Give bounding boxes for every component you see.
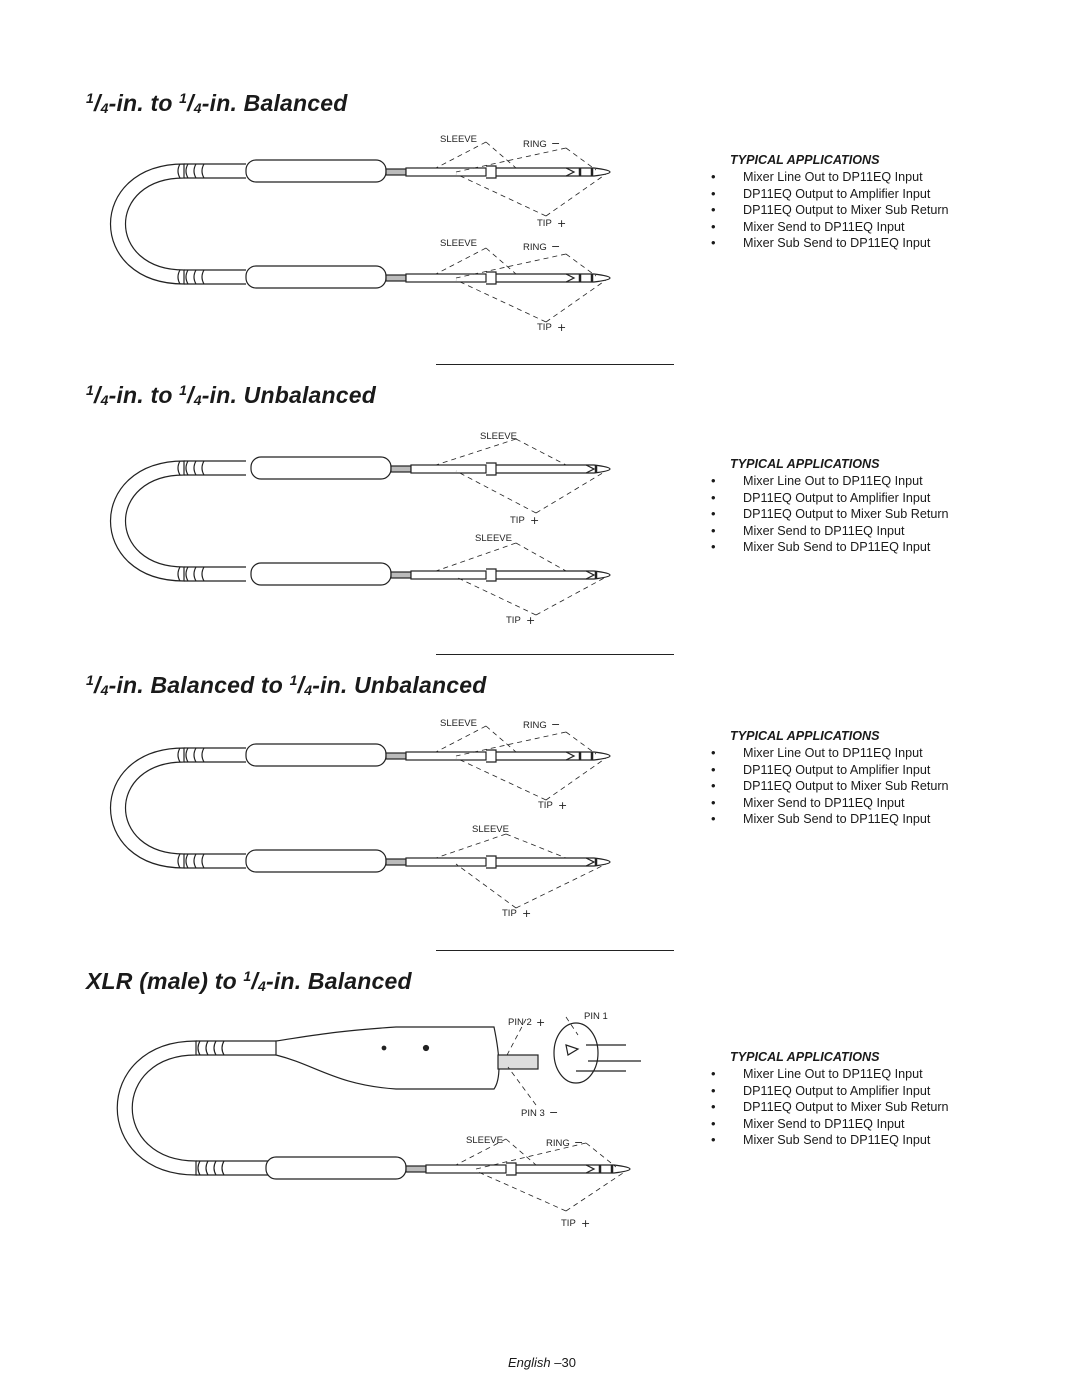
label-sleeve: SLEEVE [472,824,509,835]
list-item: Mixer Line Out to DP11EQ Input [708,169,1038,186]
label-tip: TIP [537,322,552,333]
symbol-plus: + [526,614,535,627]
wiring-diagram-xlr-to-balanced: PIN 2 + PIN 1 PIN 3 − SLEEVE RING − TIP … [116,1011,641,1230]
list-item: Mixer Sub Send to DP11EQ Input [708,235,1038,252]
symbol-plus: + [536,1016,545,1029]
label-sleeve: SLEEVE [440,134,477,145]
section-title-xlr-to-balanced: XLR (male) to 1/4-in. Balanced [86,968,412,994]
typical-applications-xlr: TYPICAL APPLICATIONS Mixer Line Out to D… [708,1049,1038,1149]
page-number: –30 [554,1355,576,1370]
section-divider [436,950,674,951]
section-title-balanced: 1/4-in. to 1/4-in. Balanced [86,90,348,116]
label-tip: TIP [506,615,521,626]
symbol-minus: − [551,718,560,731]
wiring-diagram-balanced-to-unbalanced: SLEEVE RING − TIP + SLEEVE TIP + [109,718,611,920]
symbol-minus: − [551,240,560,253]
page-footer: English –30 [508,1355,576,1370]
label-sleeve: SLEEVE [480,431,517,442]
section-divider [436,364,674,365]
symbol-plus: + [530,514,539,527]
list-item: Mixer Send to DP11EQ Input [708,1116,1038,1133]
label-sleeve: SLEEVE [440,238,477,249]
typical-applications-unbalanced: TYPICAL APPLICATIONS Mixer Line Out to D… [708,456,1038,556]
symbol-minus: − [549,1106,558,1119]
list-item: Mixer Line Out to DP11EQ Input [708,745,1038,762]
list-item: Mixer Sub Send to DP11EQ Input [708,539,1038,556]
symbol-plus: + [581,1217,590,1230]
list-item: DP11EQ Output to Amplifier Input [708,1083,1038,1100]
typical-applications-balanced-to-unbalanced: TYPICAL APPLICATIONS Mixer Line Out to D… [708,728,1038,828]
label-pin-2: PIN 2 [508,1017,532,1028]
symbol-plus: + [558,799,567,812]
typical-applications-balanced: TYPICAL APPLICATIONS Mixer Line Out to D… [708,152,1038,252]
applications-heading: TYPICAL APPLICATIONS [730,1050,880,1064]
wiring-diagram-balanced: SLEEVE RING − TIP + SLEEVE RING − TIP + [109,134,611,334]
footer-language: English [508,1355,551,1370]
symbol-plus: + [557,321,566,334]
applications-heading: TYPICAL APPLICATIONS [730,153,880,167]
label-ring: RING [523,242,547,253]
label-pin-1: PIN 1 [584,1011,608,1022]
list-item: DP11EQ Output to Amplifier Input [708,762,1038,779]
applications-heading: TYPICAL APPLICATIONS [730,457,880,471]
list-item: Mixer Sub Send to DP11EQ Input [708,1132,1038,1149]
list-item: DP11EQ Output to Mixer Sub Return [708,1099,1038,1116]
list-item: Mixer Line Out to DP11EQ Input [708,473,1038,490]
label-sleeve: SLEEVE [475,533,512,544]
wiring-diagram-unbalanced: SLEEVE TIP + SLEEVE TIP + [109,431,611,627]
label-tip: TIP [561,1218,576,1229]
label-sleeve: SLEEVE [466,1135,503,1146]
list-item: DP11EQ Output to Amplifier Input [708,490,1038,507]
label-ring: RING [523,139,547,150]
list-item: Mixer Send to DP11EQ Input [708,523,1038,540]
symbol-minus: − [574,1136,583,1149]
label-tip: TIP [502,908,517,919]
label-pin-3: PIN 3 [521,1108,545,1119]
label-tip: TIP [537,218,552,229]
applications-heading: TYPICAL APPLICATIONS [730,729,880,743]
label-tip: TIP [510,515,525,526]
list-item: DP11EQ Output to Mixer Sub Return [708,506,1038,523]
section-title-balanced-to-unbalanced: 1/4-in. Balanced to 1/4-in. Unbalanced [86,672,487,698]
list-item: Mixer Send to DP11EQ Input [708,795,1038,812]
list-item: DP11EQ Output to Mixer Sub Return [708,202,1038,219]
section-title-unbalanced: 1/4-in. to 1/4-in. Unbalanced [86,382,377,408]
symbol-plus: + [522,907,531,920]
list-item: DP11EQ Output to Mixer Sub Return [708,778,1038,795]
list-item: Mixer Send to DP11EQ Input [708,219,1038,236]
label-tip: TIP [538,800,553,811]
list-item: DP11EQ Output to Amplifier Input [708,186,1038,203]
section-divider [436,654,674,655]
list-item: Mixer Line Out to DP11EQ Input [708,1066,1038,1083]
list-item: Mixer Sub Send to DP11EQ Input [708,811,1038,828]
label-ring: RING [546,1138,570,1149]
symbol-minus: − [551,137,560,150]
symbol-plus: + [557,217,566,230]
label-sleeve: SLEEVE [440,718,477,729]
label-ring: RING [523,720,547,731]
